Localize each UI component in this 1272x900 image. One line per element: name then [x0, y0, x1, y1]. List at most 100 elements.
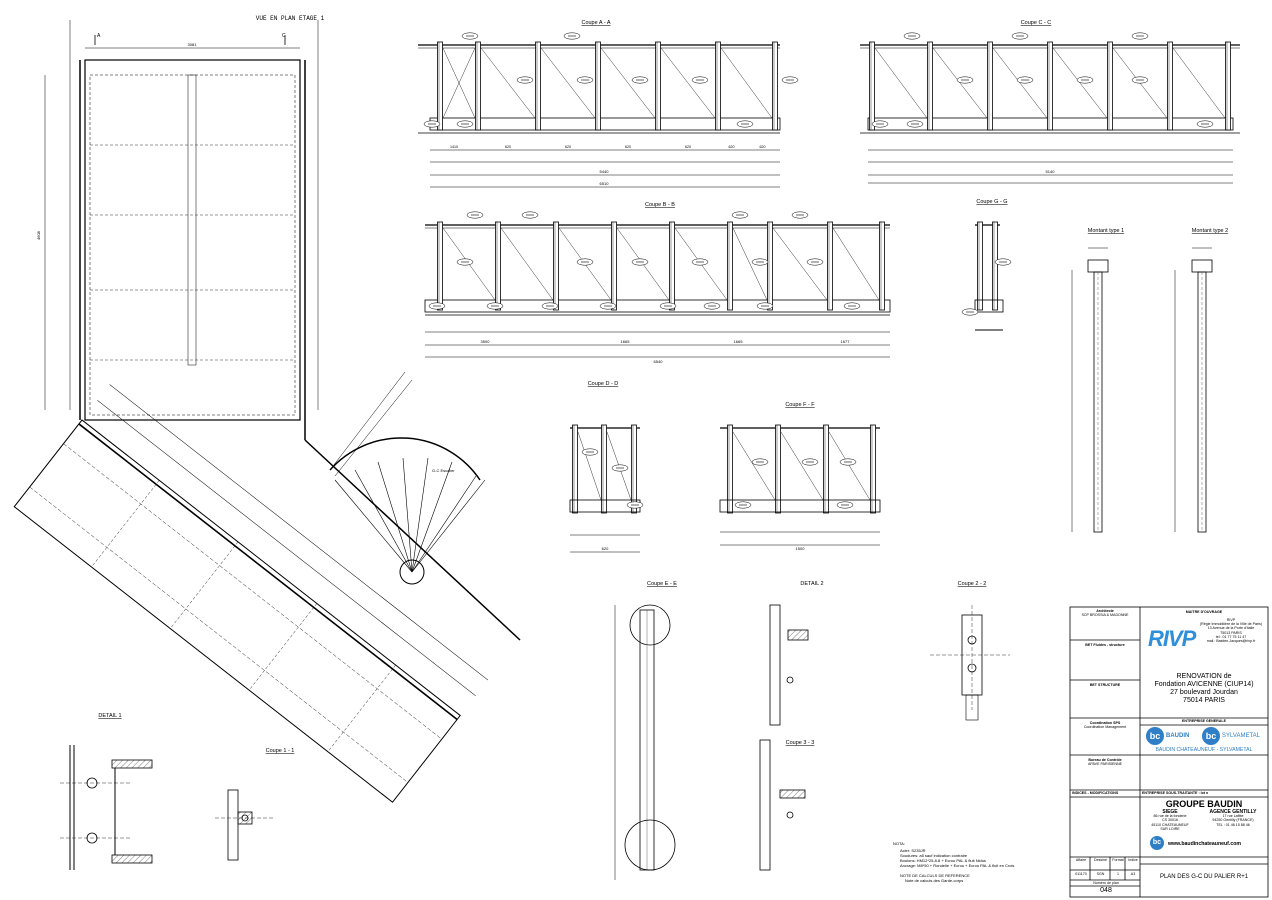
control-cell: Bureau de Contrôle APAVE PARISIENNE: [1072, 758, 1138, 766]
note-line-3: Ancrage: M8*50 + Rondelle + Ecrou + Ecro…: [900, 863, 1014, 868]
aa-span-dim: 620: [729, 145, 735, 149]
coupe11-title: Coupe 1 - 1: [266, 748, 295, 754]
note-line-0: Acier: S235JR: [900, 848, 926, 853]
coupe-ff: Coupe F - F 1500: [719, 402, 881, 551]
detail-2: DETAIL 2 Coupe 3 - 3: [759, 581, 824, 871]
siege-line-0: 86 rue de la fonderie: [1153, 814, 1187, 819]
dd-dim: 620: [602, 546, 609, 551]
aa-span-dim: 620: [685, 145, 691, 149]
ff-dim: 1500: [796, 546, 806, 551]
bc-text-3: bc: [1152, 839, 1162, 846]
gc-escalier-label: G-C Escalier: [432, 468, 455, 473]
note-line-2: Boulons: HM12*25-8.8 + Ecrou PAL & fluit…: [900, 858, 986, 863]
coupe-ee: Coupe E - E: [614, 581, 677, 880]
coupe22-title: Coupe 2 - 2: [958, 581, 987, 587]
calc-title: NOTE DE CALCULS DE REFERENCE: [900, 873, 970, 878]
aa-span-dim: 620: [625, 145, 631, 149]
aa-grand-dim: 6510: [600, 181, 610, 186]
dessine-header: Dessiné: [1094, 858, 1107, 862]
plan-width-dim: 3081: [188, 42, 198, 47]
project-line-0: RENOVATION de: [1176, 673, 1232, 680]
detail2-title: DETAIL 2: [800, 581, 823, 587]
plan-height-dim: 4608: [36, 230, 41, 240]
agence-line-2: TEL : 01 46 15 88 46: [1216, 822, 1250, 827]
indice-header: Indice: [1128, 858, 1138, 862]
sous-traitante-header: ENTREPRISE SOUS-TRAITANTE : lot n: [1142, 791, 1209, 795]
coupe-gg: Coupe G - G: [961, 199, 1012, 331]
plan-title-cell: PLAN DES G-C DU PALIER R+1: [1159, 874, 1249, 880]
aa-span-dim: 1410: [450, 145, 458, 149]
bb-total-dim: 6540: [654, 359, 664, 364]
website-link[interactable]: www.baudinchateauneuf.com: [1168, 841, 1242, 847]
numero-value: 048: [1100, 887, 1112, 894]
siege-line-3: SUR LOIRE: [1160, 826, 1180, 831]
coupe-aa: Coupe A - A 5440 6510: [418, 20, 799, 188]
bet-struct-cell: BET STRUCTURE: [1072, 683, 1138, 687]
affaire-header: Affaire: [1075, 858, 1087, 862]
coupe-bb: Coupe B - B 3500 1665 1665 1677 6540: [424, 202, 891, 364]
indice-value: A3: [1130, 872, 1136, 876]
moa-line-0: (Régie Immobilière de la Ville de Paris): [1199, 622, 1263, 627]
siege-block: SIEGE 86 rue de la fonderie CS 30016 451…: [1145, 809, 1195, 831]
coupe-22: Coupe 2 - 2: [930, 581, 1010, 721]
entreprise-header: ENTREPRISE GENERALE: [1182, 719, 1226, 723]
control-header: Bureau de Contrôle: [1088, 758, 1122, 762]
detail-1: DETAIL 1: [60, 713, 153, 870]
siege-line-1: CS 30016: [1162, 818, 1178, 823]
coordination-name: Coordination Management: [1083, 725, 1127, 730]
sylva-name: SYLVAMETAL: [1222, 733, 1261, 739]
project-line-3: 75014 PARIS: [1183, 697, 1225, 704]
coupe33-title: Coupe 3 - 3: [786, 740, 815, 746]
numero-header: Numéro de plan: [1093, 881, 1119, 885]
coupe-ee-title: Coupe E - E: [647, 581, 677, 587]
coupe-ff-title: Coupe F - F: [785, 402, 815, 408]
agence-block: AGENCE GENTILLY 17 rue Lafitte 94250 Gen…: [1200, 809, 1266, 827]
project-line-2: 27 boulevard Jourdan: [1170, 689, 1238, 696]
coupe-cc-title: Coupe C - C: [1021, 20, 1052, 26]
svg-text:A: A: [97, 33, 101, 39]
format-header: Format: [1112, 858, 1124, 862]
agence-line-0: 17 rue Lafitte: [1222, 814, 1244, 819]
note-title: NOTA:: [893, 841, 905, 846]
agence-header: AGENCE GENTILLY: [1209, 809, 1257, 815]
bc-logo-2: bc: [1202, 727, 1220, 745]
bet-cell: BET Fluides - structure: [1072, 643, 1138, 647]
coupe-gg-title: Coupe G - G: [976, 199, 1007, 205]
cc-total-dim: 5140: [1046, 169, 1056, 174]
control-name: APAVE PARISIENNE: [1088, 762, 1122, 767]
bc-text-2: bc: [1205, 731, 1217, 741]
coupe-bb-title: Coupe B - B: [645, 202, 675, 208]
aa-span-dim: 620: [760, 145, 766, 149]
moa-line-1: 13 Avenue de la Porte d'Italie: [1207, 626, 1255, 631]
architect-header: Architecte: [1096, 609, 1114, 613]
agence-line-1: 94250 Gentilly (FRANCE): [1212, 818, 1254, 823]
aa-span-dim: 620: [565, 145, 571, 149]
indices-header: INDICES - MODIFICATIONS: [1072, 791, 1119, 795]
montant-types: Montant type 1 Montant type 2: [1071, 228, 1228, 533]
dessine-value: SGN: [1096, 872, 1105, 876]
rivp-logo: RIVP: [1148, 626, 1196, 651]
moa-rivp: RIVP: [1226, 618, 1236, 622]
moa-lines: RIVP (Régie Immobilière de la Ville de P…: [1196, 618, 1266, 643]
coordination-cell: Coordination SPS Coordination Management: [1072, 721, 1138, 729]
coupe-dd-title: Coupe D - D: [588, 381, 619, 387]
aa-total-dim: 5440: [600, 169, 610, 174]
moa-header: MAITRE D'OUVRAGE: [1185, 610, 1223, 614]
coupe-aa-title: Coupe A - A: [581, 20, 610, 26]
calc-line: Note de calculs des Garde-corps: [905, 878, 963, 883]
moa-line-4: mail : Bastien.Jacques@rivp.fr: [1206, 639, 1256, 644]
bb-dim-0: 3500: [481, 339, 491, 344]
format-value: 1: [1117, 872, 1119, 876]
siege-header: SIEGE: [1162, 809, 1178, 815]
coupe-dd: Coupe D - D 620: [569, 381, 644, 553]
baudin-name: BAUDIN CHATEAUNEUF - SYLVAMETAL: [1155, 747, 1253, 753]
bc-logo-3: bc: [1150, 836, 1164, 850]
coordination-header: Coordination SPS: [1089, 721, 1121, 725]
plan-title: VUE EN PLAN ETAGE 1: [256, 15, 325, 22]
aa-span-dim: 620: [505, 145, 511, 149]
bb-dim-2: 1665: [734, 339, 744, 344]
bb-dim-1: 1665: [621, 339, 631, 344]
architect-cell: Architecte SCP BROSSIA & MADONNE: [1072, 609, 1138, 617]
bet-struct-header: BET STRUCTURE: [1089, 683, 1121, 687]
